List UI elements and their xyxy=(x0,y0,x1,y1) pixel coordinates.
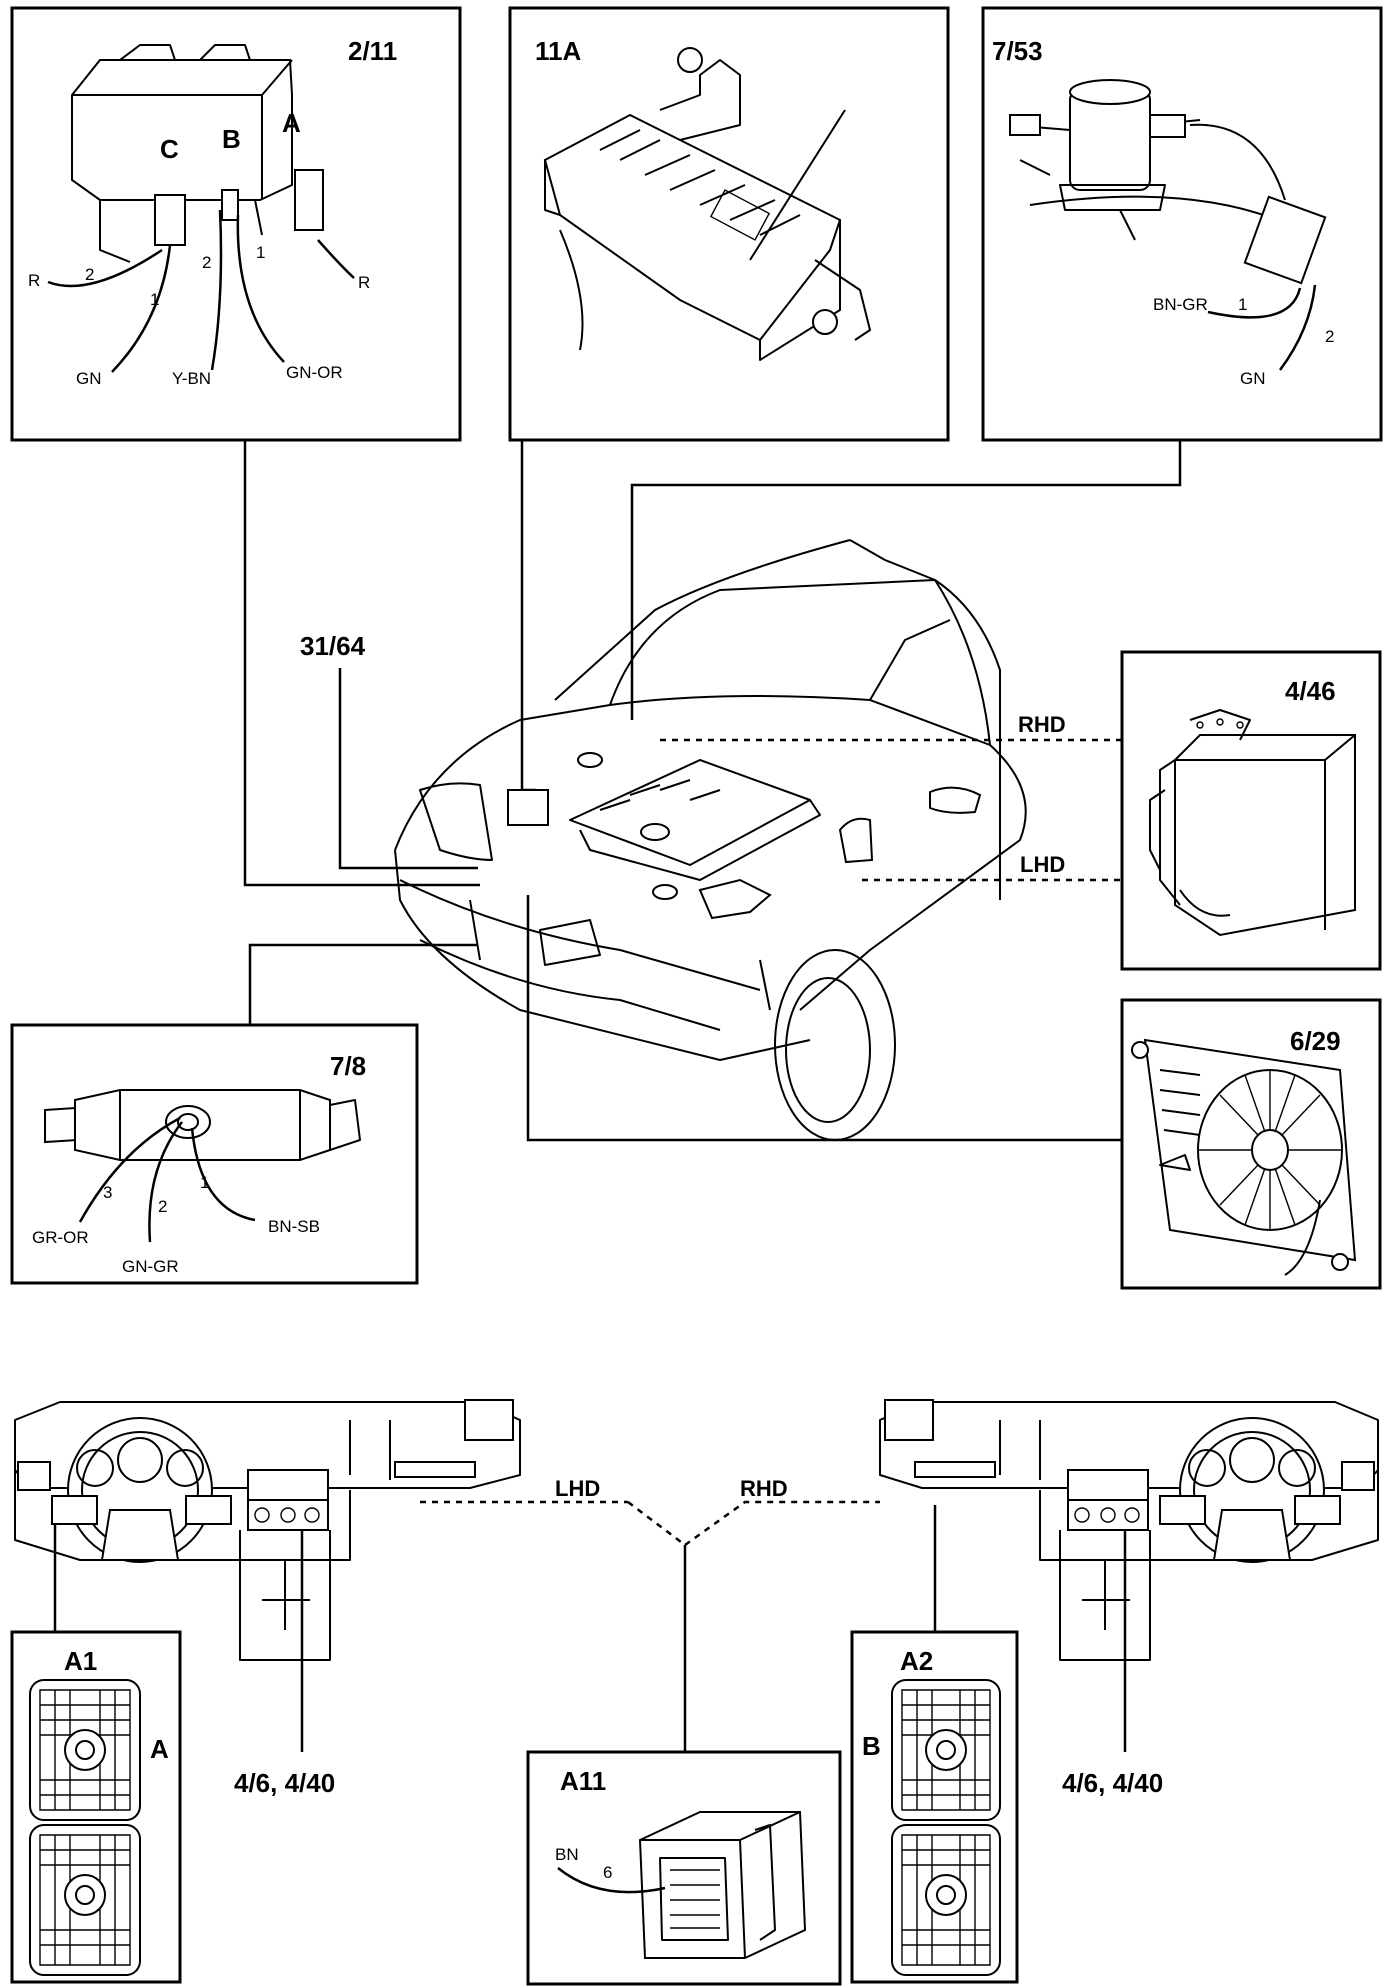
dashed-y-right xyxy=(684,1500,880,1547)
connector-a1-drawing xyxy=(29,1679,141,1976)
component-code: 2/11 xyxy=(348,36,397,66)
leader-2-11 xyxy=(243,440,480,887)
wire-gn xyxy=(1278,284,1317,371)
wire-r-left xyxy=(47,248,163,288)
wire-label-bn-gr: BN-GR xyxy=(1153,295,1208,314)
component-dash-right-label[interactable]: 4/6, 4/40 xyxy=(1062,1768,1163,1798)
leader-6-29 xyxy=(526,895,1122,1142)
label-dash-rhd: RHD xyxy=(740,1476,788,1501)
wire-bn-sb xyxy=(190,1127,256,1222)
label-rhd: RHD xyxy=(1018,712,1066,737)
leader-7-8 xyxy=(248,943,478,1025)
dashboard-rhd-drawing xyxy=(879,1399,1379,1661)
component-11a[interactable]: 11A xyxy=(508,6,950,442)
wire-label-gr-or: GR-OR xyxy=(32,1228,89,1247)
fan-drawing xyxy=(1131,1038,1357,1276)
control-module-drawing xyxy=(1149,709,1356,937)
pin-label: 1 xyxy=(256,243,265,262)
component-code: A2 xyxy=(900,1646,933,1676)
relay-letter-a: A xyxy=(282,108,301,138)
component-code: 7/53 xyxy=(992,36,1043,66)
wire-label-gn: GN xyxy=(76,369,102,388)
pin-label: 1 xyxy=(200,1173,209,1192)
wire-y-bn xyxy=(210,209,223,371)
component-code: 4/46 xyxy=(1285,676,1336,706)
wire-label-r: R xyxy=(358,273,370,292)
pin-label: 2 xyxy=(1325,327,1334,346)
connector-a11-drawing xyxy=(638,1811,807,1959)
valve-drawing xyxy=(1009,79,1327,285)
leader-31-64 xyxy=(338,668,478,870)
component-31-64-label[interactable]: 31/64 xyxy=(300,631,366,661)
component-7-8[interactable]: 7/8 3 2 1 GR-OR GN-GR BN-SB xyxy=(10,1023,419,1285)
component-code: 7/8 xyxy=(330,1051,366,1081)
wire-label-gn-gr: GN-GR xyxy=(122,1257,179,1276)
pin-label: 1 xyxy=(150,290,159,309)
car-front-drawing xyxy=(394,539,1027,1141)
leader-11a xyxy=(520,440,536,792)
side-letter: A xyxy=(150,1734,169,1764)
label-lhd: LHD xyxy=(1020,852,1065,877)
component-code: A1 xyxy=(64,1646,97,1676)
sensor-drawing xyxy=(44,1089,361,1161)
connector-a2-drawing xyxy=(891,1679,1001,1976)
wire-label-gn-or: GN-OR xyxy=(286,363,343,382)
component-code: A11 xyxy=(560,1766,606,1796)
component-7-53[interactable]: 7/53 1 2 BN-GR GN xyxy=(981,6,1383,442)
wire-gn-or xyxy=(236,214,285,363)
component-a2[interactable]: A2 B xyxy=(850,1630,1019,1984)
component-a1[interactable]: A1 A xyxy=(10,1630,182,1984)
component-code: 11A xyxy=(535,36,581,66)
pin-label: 3 xyxy=(103,1183,112,1202)
component-2-11[interactable]: 2/11 C B A 2 1 2 1 R GN Y-BN GN-OR R xyxy=(10,6,462,442)
wire-label-gn: GN xyxy=(1240,369,1266,388)
fuse-box-drawing xyxy=(543,47,871,361)
wire-gr-or xyxy=(78,1116,181,1223)
side-letter: B xyxy=(862,1731,881,1761)
dashboard-lhd-drawing xyxy=(14,1399,521,1661)
wire-label-bn-sb: BN-SB xyxy=(268,1217,320,1236)
wire-r-right xyxy=(317,239,355,279)
pin-label: 2 xyxy=(202,253,211,272)
relay-drawing xyxy=(71,44,324,263)
wire-bn-gr xyxy=(1207,287,1302,319)
wire-label-r: R xyxy=(28,271,40,290)
dashed-y-left xyxy=(627,1501,686,1546)
wire-gn xyxy=(111,244,172,373)
label-dash-lhd: LHD xyxy=(555,1476,600,1501)
pin-label: 2 xyxy=(158,1197,167,1216)
wire-bn xyxy=(557,1867,666,1894)
pin-label: 6 xyxy=(603,1863,612,1882)
wire-label-bn: BN xyxy=(555,1845,579,1864)
pin-label: 2 xyxy=(85,265,94,284)
wire-label-y-bn: Y-BN xyxy=(172,369,211,388)
relay-letter-c: C xyxy=(160,134,179,164)
component-4-46[interactable]: 4/46 xyxy=(1120,650,1382,971)
wire-gn-gr xyxy=(148,1121,183,1243)
leader-7-53 xyxy=(630,440,1182,720)
component-a11[interactable]: A11 BN 6 xyxy=(526,1750,842,1986)
component-dash-left-label[interactable]: 4/6, 4/40 xyxy=(234,1768,335,1798)
component-code: 6/29 xyxy=(1290,1026,1341,1056)
component-6-29[interactable]: 6/29 xyxy=(1120,998,1382,1290)
pin-label: 1 xyxy=(1238,295,1247,314)
relay-letter-b: B xyxy=(222,124,241,154)
